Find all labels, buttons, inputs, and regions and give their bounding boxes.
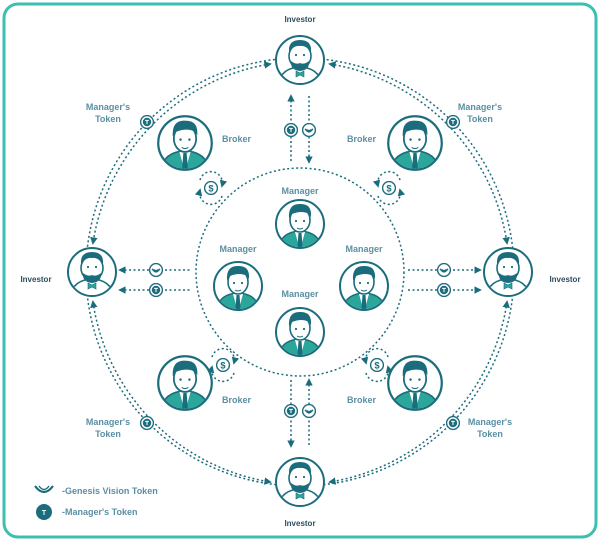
genesis-token-icon	[149, 263, 163, 277]
broker-label: Broker	[347, 395, 377, 405]
investor-avatar-icon	[484, 248, 532, 298]
manager-avatar-icon	[276, 200, 324, 250]
broker-label: Broker	[222, 134, 252, 144]
broker-label: Broker	[222, 395, 252, 405]
broker-top-left: Broker	[158, 116, 252, 172]
token-label-line1: Manager's	[86, 417, 130, 427]
legend-genesis: -Genesis Vision Token	[34, 485, 158, 496]
inner-ring	[195, 167, 405, 377]
dollar-icon	[370, 358, 384, 372]
manager-avatar-icon	[340, 262, 388, 312]
manager-left: Manager	[214, 244, 262, 312]
token-label-line1: Manager's	[86, 102, 130, 112]
manager-token-icon	[446, 115, 460, 129]
broker-avatar-icon	[388, 116, 442, 172]
legend-manager: T -Manager's Token	[36, 504, 138, 520]
investor-right: Investor	[484, 248, 581, 298]
manager-token-icon	[437, 283, 451, 297]
broker-label: Broker	[347, 134, 377, 144]
token-label-bottom-right: Manager's Token	[468, 417, 512, 439]
token-label-bottom-left: Manager's Token	[86, 417, 130, 439]
token-label-line2: Token	[95, 114, 121, 124]
investor-bottom: Investor	[276, 458, 324, 528]
legend-genesis-label: -Genesis Vision Token	[62, 486, 158, 496]
manager-right: Manager	[340, 244, 388, 312]
manager-top: Manager	[276, 186, 324, 250]
dollar-icon	[204, 181, 218, 195]
genesis-token-icon	[437, 263, 451, 277]
manager-avatar-icon	[214, 262, 262, 312]
broker-avatar-icon	[158, 356, 212, 412]
broker-avatar-icon	[388, 356, 442, 412]
broker-top-right: Broker	[347, 116, 442, 172]
investor-avatar-icon	[68, 248, 116, 298]
token-label-top-right: Manager's Token	[458, 102, 502, 124]
token-label-top-left: Manager's Token	[86, 102, 130, 124]
legend-manager-label: -Manager's Token	[62, 507, 138, 517]
manager-label: Manager	[281, 186, 319, 196]
manager-bottom: Manager	[276, 289, 324, 358]
legend-token-letter: T	[42, 510, 47, 517]
manager-token-icon	[149, 283, 163, 297]
legend: -Genesis Vision Token T -Manager's Token	[34, 485, 158, 520]
manager-token-icon	[140, 416, 154, 430]
manager-label: Manager	[281, 289, 319, 299]
broker-bottom-left: Broker	[158, 356, 252, 412]
manager-token-icon	[284, 404, 298, 418]
manager-avatar-icon	[276, 308, 324, 358]
manager-token-icon	[36, 504, 52, 520]
manager-token-icon	[284, 123, 298, 137]
token-label-line1: Manager's	[458, 102, 502, 112]
investor-label: Investor	[284, 519, 315, 528]
investor-label: Investor	[20, 275, 51, 284]
investor-left: Investor	[20, 248, 116, 298]
investor-avatar-icon	[276, 36, 324, 86]
manager-token-icon	[446, 416, 460, 430]
genesis-token-icon	[34, 485, 54, 494]
investor-label: Investor	[549, 275, 580, 284]
token-label-line2: Token	[95, 429, 121, 439]
token-label-line2: Token	[477, 429, 503, 439]
broker-avatar-icon	[158, 116, 212, 172]
genesis-token-icon	[302, 404, 316, 418]
investor-avatar-icon	[276, 458, 324, 508]
manager-token-icon	[140, 115, 154, 129]
investor-top: Investor	[276, 15, 324, 86]
manager-label: Manager	[345, 244, 383, 254]
token-label-line1: Manager's	[468, 417, 512, 427]
token-label-line2: Token	[467, 114, 493, 124]
broker-bottom-right: Broker	[347, 356, 442, 412]
dollar-icon	[382, 181, 396, 195]
investor-label: Investor	[284, 15, 315, 24]
manager-label: Manager	[219, 244, 257, 254]
genesis-token-icon	[302, 123, 316, 137]
ring-arrows	[90, 61, 510, 485]
dollar-icon	[216, 358, 230, 372]
